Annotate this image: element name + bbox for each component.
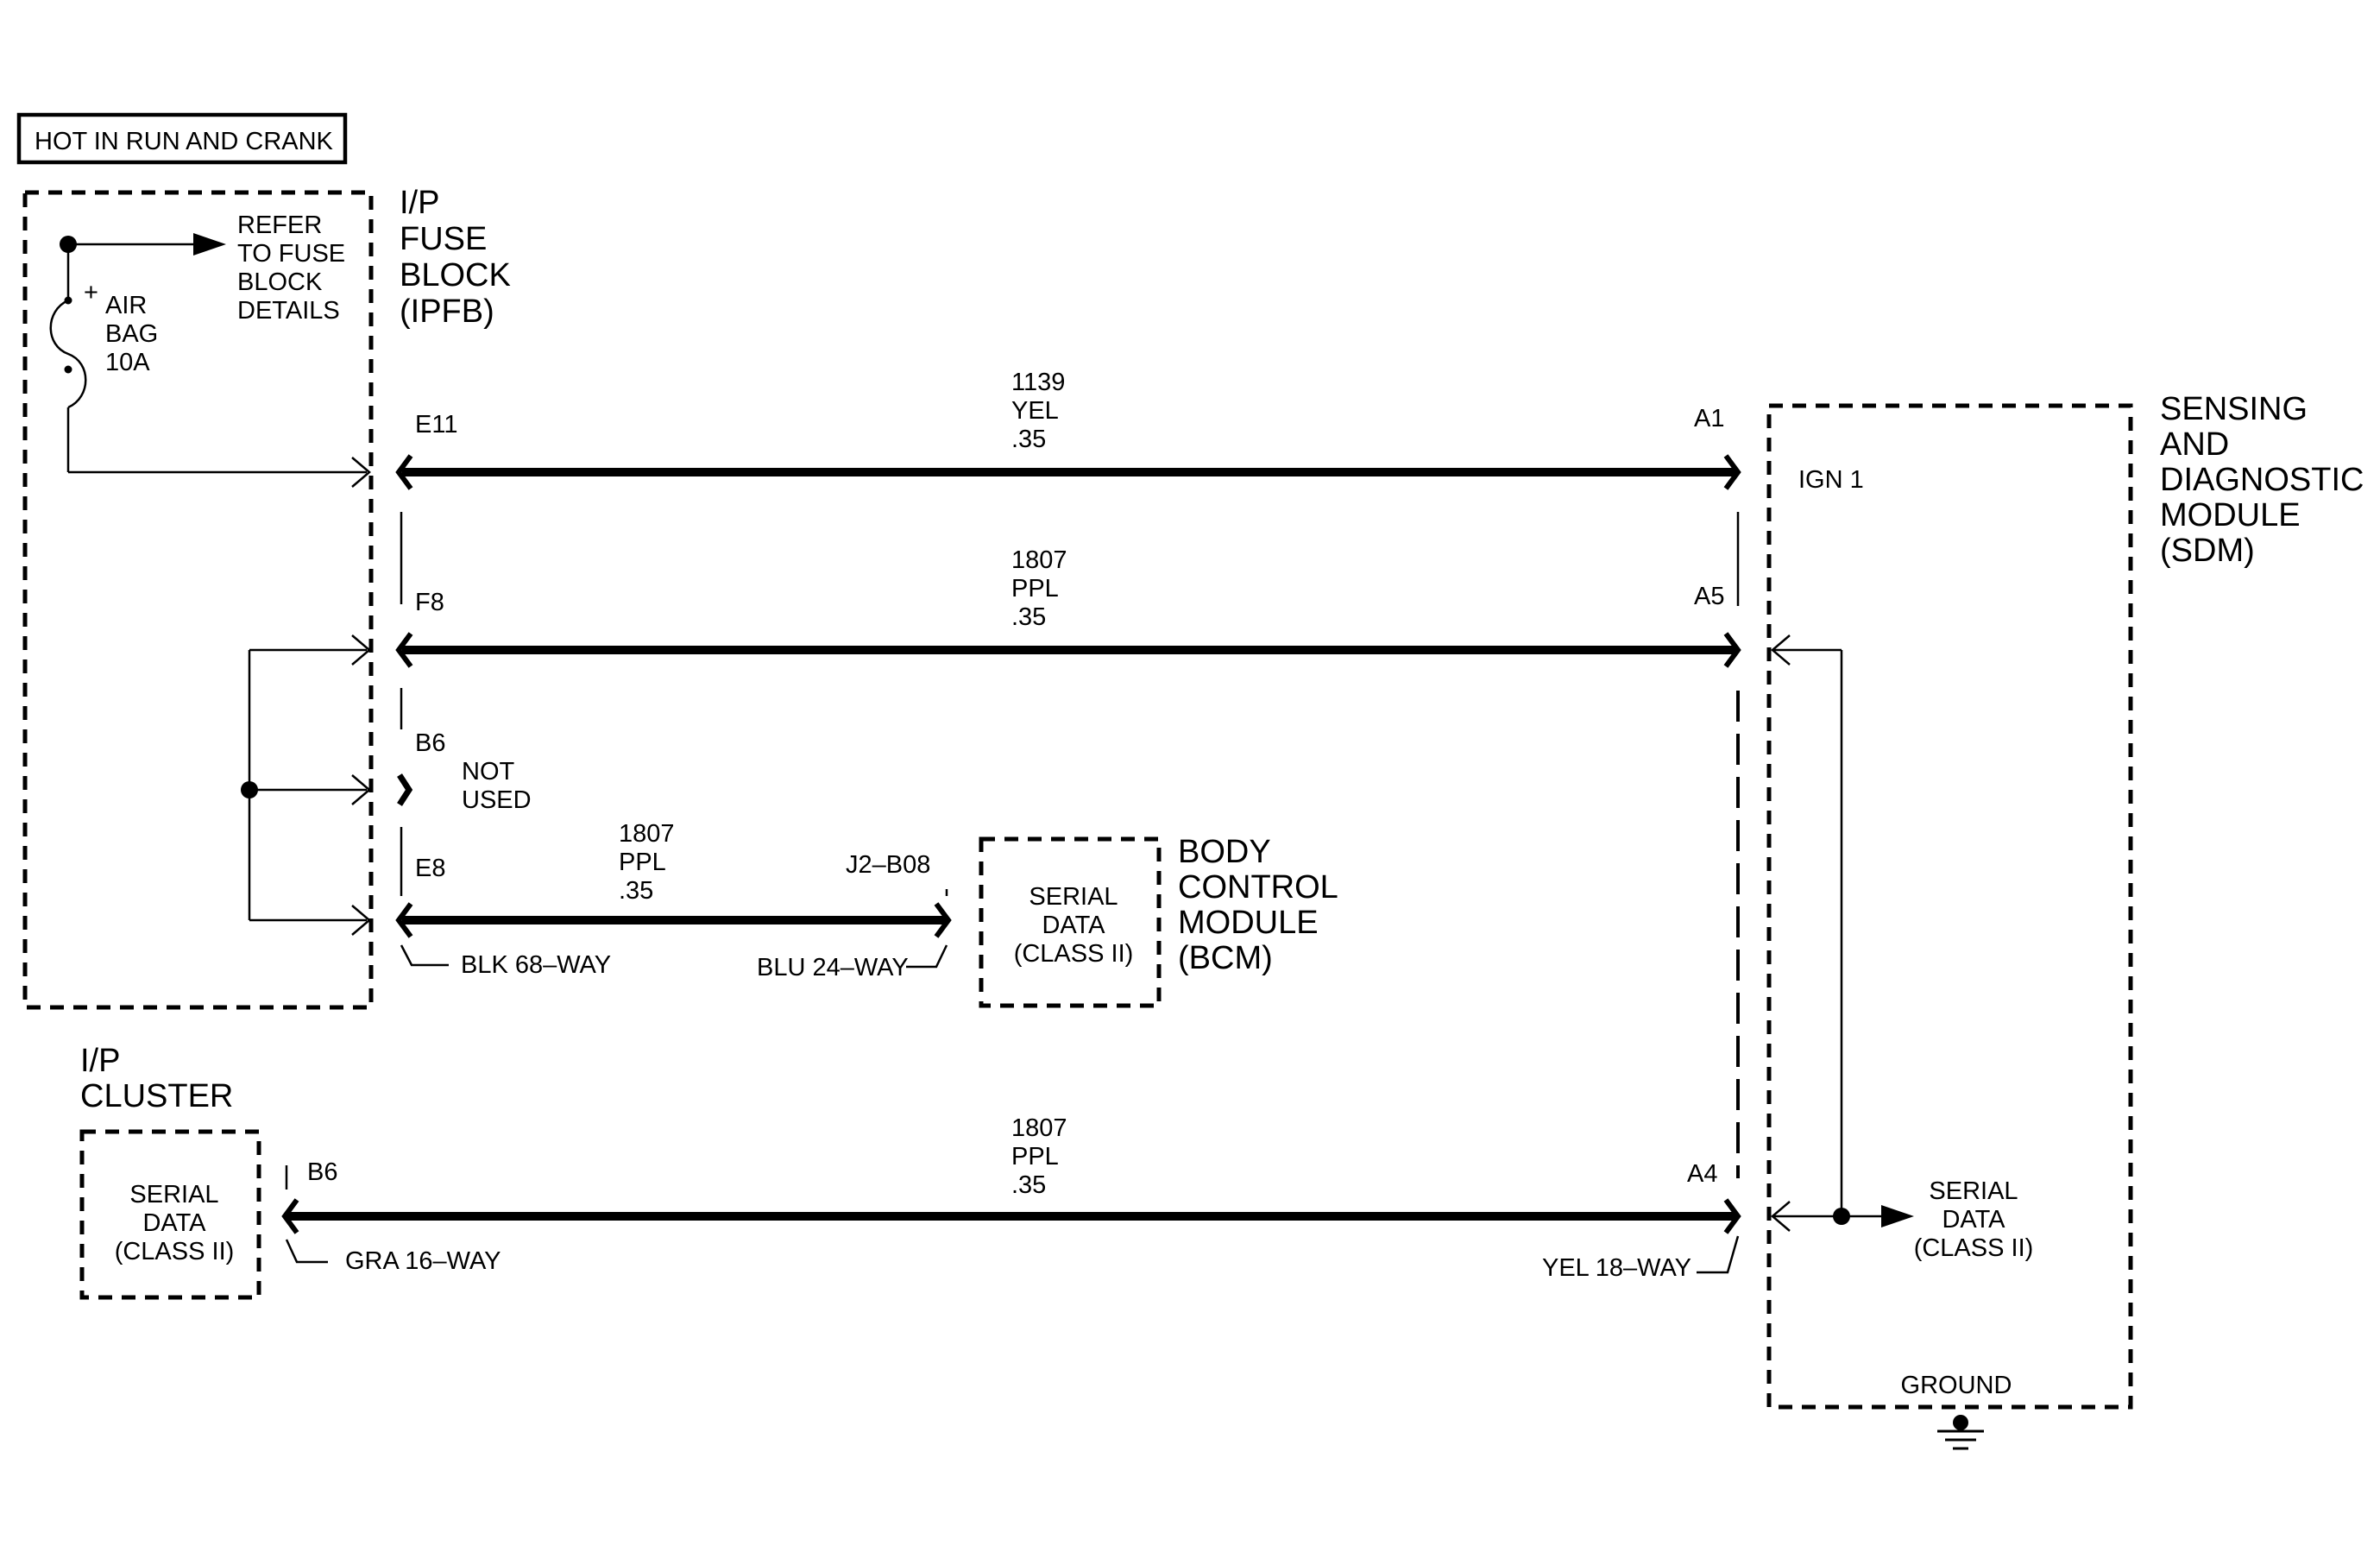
bcm-module: J2–B08 BLU 24–WAY SERIAL DATA (CLASS II)… xyxy=(757,834,1338,1008)
pin-a4: A4 xyxy=(1687,1160,1717,1188)
sdm-title-line-2: AND xyxy=(2160,426,2229,463)
sdm-dashed-box xyxy=(1766,403,2133,1410)
wire-1807-bcm: 1807 PPL .35 xyxy=(395,820,952,938)
pin-e11: E11 xyxy=(415,411,457,439)
wire-1807-sdm-circuit: 1807 xyxy=(1011,546,1067,574)
not-used-line-1: NOT xyxy=(462,758,515,786)
pin-e8: E8 xyxy=(415,855,445,882)
fuse-label-1: AIR xyxy=(105,292,147,319)
cluster-dashed-box xyxy=(79,1129,261,1300)
pin-a5: A5 xyxy=(1694,583,1724,610)
cluster-connector: GRA 16–WAY xyxy=(345,1247,501,1275)
ipfb-title-line-3: BLOCK xyxy=(400,257,511,293)
refer-line-1: REFER xyxy=(237,211,322,239)
refer-line-4: DETAILS xyxy=(237,297,340,325)
pin-f8: F8 xyxy=(415,589,444,616)
sdm-title-line-5: (SDM) xyxy=(2160,533,2255,569)
ipfb-title-line-4: (IPFB) xyxy=(400,293,494,330)
refer-arrow-icon xyxy=(193,233,226,256)
sdm-serial-line-3: (CLASS II) xyxy=(1914,1234,2034,1262)
fuse-plus: + xyxy=(84,279,98,306)
e11-terminal-arrow-icon xyxy=(351,457,371,488)
sdm-connector-side: A1 A5 A4 YEL 18–WAY xyxy=(1542,405,1740,1282)
wire-1139-circuit: 1139 xyxy=(1011,369,1065,396)
sdm-connector: YEL 18–WAY xyxy=(1542,1254,1691,1282)
fuse-label-3: 10A xyxy=(105,349,150,376)
wire-1807-cluster-circuit: 1807 xyxy=(1011,1114,1067,1142)
wire-1807-bcm-size: .35 xyxy=(619,877,653,905)
cluster-serial-line-2: DATA xyxy=(142,1209,206,1237)
bcm-pin: J2–B08 xyxy=(846,851,930,879)
sdm-serial-arrow-icon xyxy=(1881,1205,1914,1227)
sdm-serial-line-1: SERIAL xyxy=(1929,1177,2018,1205)
cluster-title-line-1: I/P xyxy=(80,1043,120,1079)
wire-1807-bcm-circuit: 1807 xyxy=(619,820,675,848)
ipfb-title-line-1: I/P xyxy=(400,185,439,221)
pin-b6: B6 xyxy=(415,729,445,757)
b6-terminal-arrow-icon xyxy=(351,774,371,805)
ipfb-connector: BLK 68–WAY xyxy=(461,951,611,979)
sdm-title-line-1: SENSING xyxy=(2160,391,2308,427)
wire-1807-cluster-color: PPL xyxy=(1011,1143,1059,1171)
refer-line-2: TO FUSE xyxy=(237,240,345,268)
bcm-serial-line-1: SERIAL xyxy=(1029,883,1118,911)
cluster-serial-line-1: SERIAL xyxy=(129,1181,218,1208)
header-box: HOT IN RUN AND CRANK xyxy=(16,112,348,165)
wire-1807-sdm-color: PPL xyxy=(1011,575,1059,603)
bcm-serial-line-3: (CLASS II) xyxy=(1014,940,1134,968)
cluster-module: I/P CLUSTER SERIAL DATA (CLASS II) B6 GR… xyxy=(79,1043,501,1300)
wire-1807-bcm-color: PPL xyxy=(619,849,666,876)
wire-1139-color: YEL xyxy=(1011,397,1059,425)
sdm-splice-dot xyxy=(1833,1208,1850,1225)
not-used-line-2: USED xyxy=(462,786,532,814)
ipfb-block: I/P FUSE BLOCK (IPFB) REFER TO FUSE BLOC… xyxy=(22,185,611,1010)
refer-line-3: BLOCK xyxy=(237,268,323,296)
wire-1807-cluster-size: .35 xyxy=(1011,1171,1046,1199)
wire-1807-sdm-size: .35 xyxy=(1011,603,1046,631)
cluster-serial-line-3: (CLASS II) xyxy=(115,1238,235,1265)
sdm-module: SENSING AND DIAGNOSTIC MODULE (SDM) IGN … xyxy=(1766,391,2364,1450)
bcm-dashed-box xyxy=(979,836,1162,1008)
bcm-title-line-4: (BCM) xyxy=(1178,940,1273,976)
f8-terminal-arrow-icon xyxy=(351,634,371,666)
ipfb-title-line-2: FUSE xyxy=(400,221,487,257)
bcm-title-line-2: CONTROL xyxy=(1178,869,1338,906)
bcm-serial-line-2: DATA xyxy=(1042,912,1105,939)
bcm-title-line-1: BODY xyxy=(1178,834,1271,870)
bcm-title-line-3: MODULE xyxy=(1178,905,1319,941)
cluster-pin: B6 xyxy=(307,1158,337,1186)
wire-1807-cluster: 1807 PPL .35 xyxy=(281,1114,1741,1234)
sdm-title-line-3: DIAGNOSTIC xyxy=(2160,462,2364,498)
sdm-serial-line-2: DATA xyxy=(1942,1206,2005,1234)
cluster-title-line-2: CLUSTER xyxy=(80,1078,233,1114)
sdm-ign: IGN 1 xyxy=(1798,466,1864,494)
header-title: HOT IN RUN AND CRANK xyxy=(35,128,334,155)
b6-not-used-pin-icon xyxy=(397,773,413,806)
ipfb-dashed-box xyxy=(22,190,374,1010)
sdm-ground-label: GROUND xyxy=(1901,1372,2012,1399)
fuse-icon xyxy=(49,299,87,409)
bcm-connector: BLU 24–WAY xyxy=(757,954,909,981)
e8-terminal-arrow-icon xyxy=(351,905,371,936)
sdm-title-line-4: MODULE xyxy=(2160,497,2301,533)
pin-a1: A1 xyxy=(1694,405,1724,432)
wire-1807-sdm: 1807 PPL .35 xyxy=(395,546,1741,668)
wire-1139-size: .35 xyxy=(1011,426,1046,453)
ground-icon xyxy=(1937,1415,1984,1450)
wire-1139: 1139 YEL .35 xyxy=(395,369,1741,490)
fuse-label-2: BAG xyxy=(105,320,158,348)
